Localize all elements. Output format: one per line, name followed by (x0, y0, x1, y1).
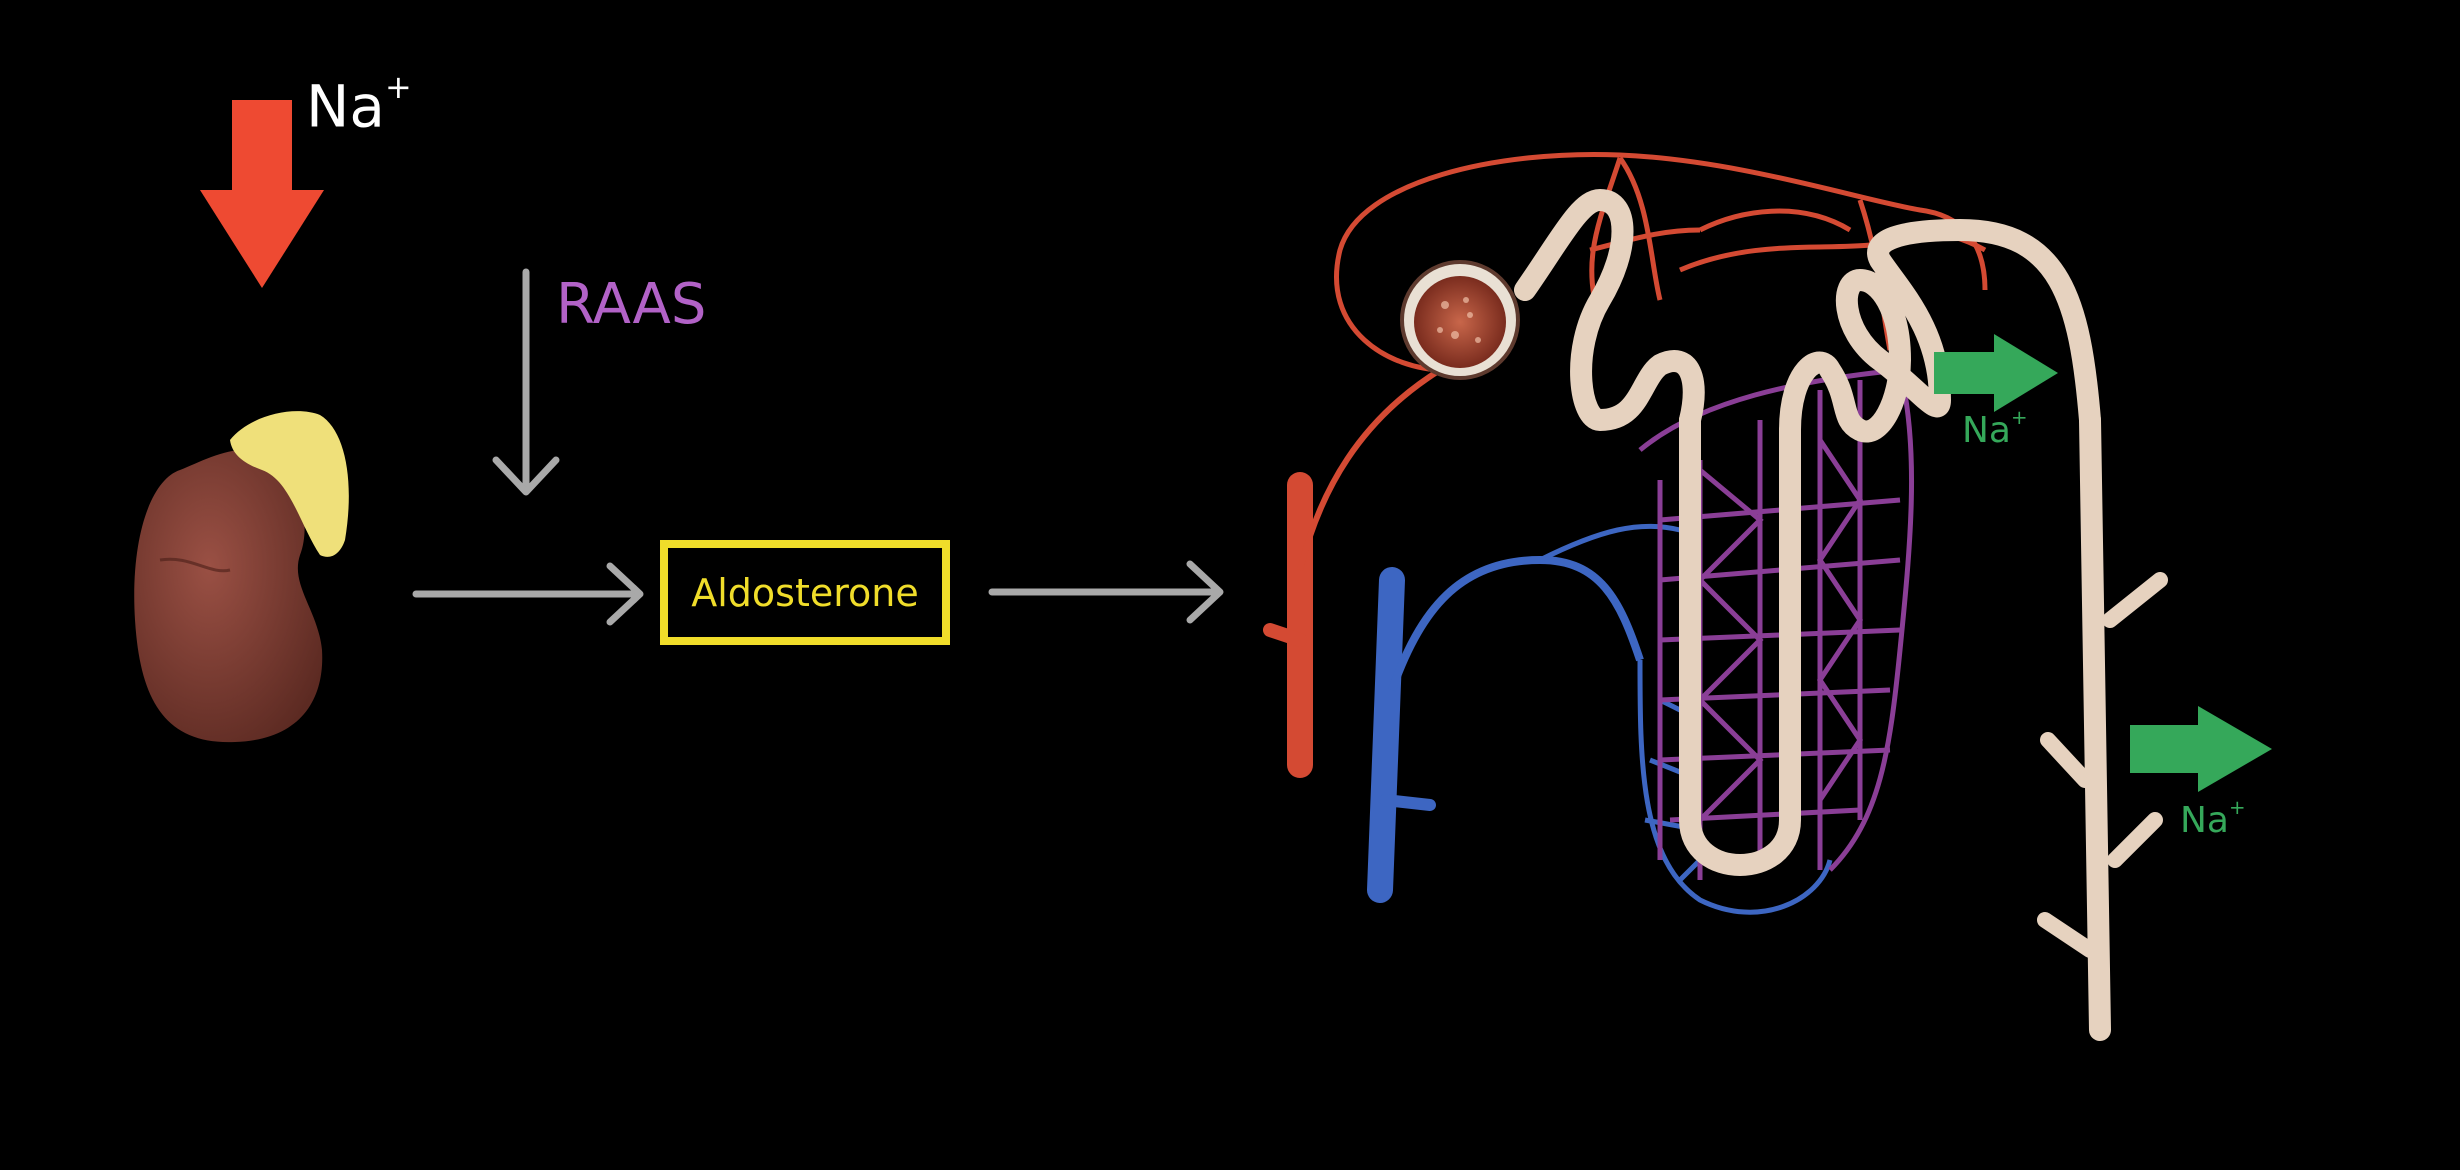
sodium-reabsorption-arrow-2 (2130, 706, 2272, 792)
kidney-adrenal-icon (134, 411, 349, 743)
sodium-top-label: Na+ (306, 68, 412, 141)
aldosterone-label: Aldosterone (691, 570, 919, 615)
raas-arrow (492, 268, 560, 496)
sodium-reabsorption-label-1: Na+ (1962, 406, 2028, 451)
sodium-reabsorption-label-2: Na+ (2180, 796, 2246, 841)
aldosterone-to-nephron-arrow (988, 560, 1224, 624)
sodium-reabsorption-arrow-1 (1934, 334, 2058, 412)
kidney-to-aldosterone-arrow (412, 562, 644, 626)
sodium-decrease-arrow (200, 100, 324, 288)
nephron-diagram (1263, 152, 2168, 1041)
raas-label: RAAS (556, 272, 707, 337)
aldosterone-box: Aldosterone (660, 540, 950, 645)
